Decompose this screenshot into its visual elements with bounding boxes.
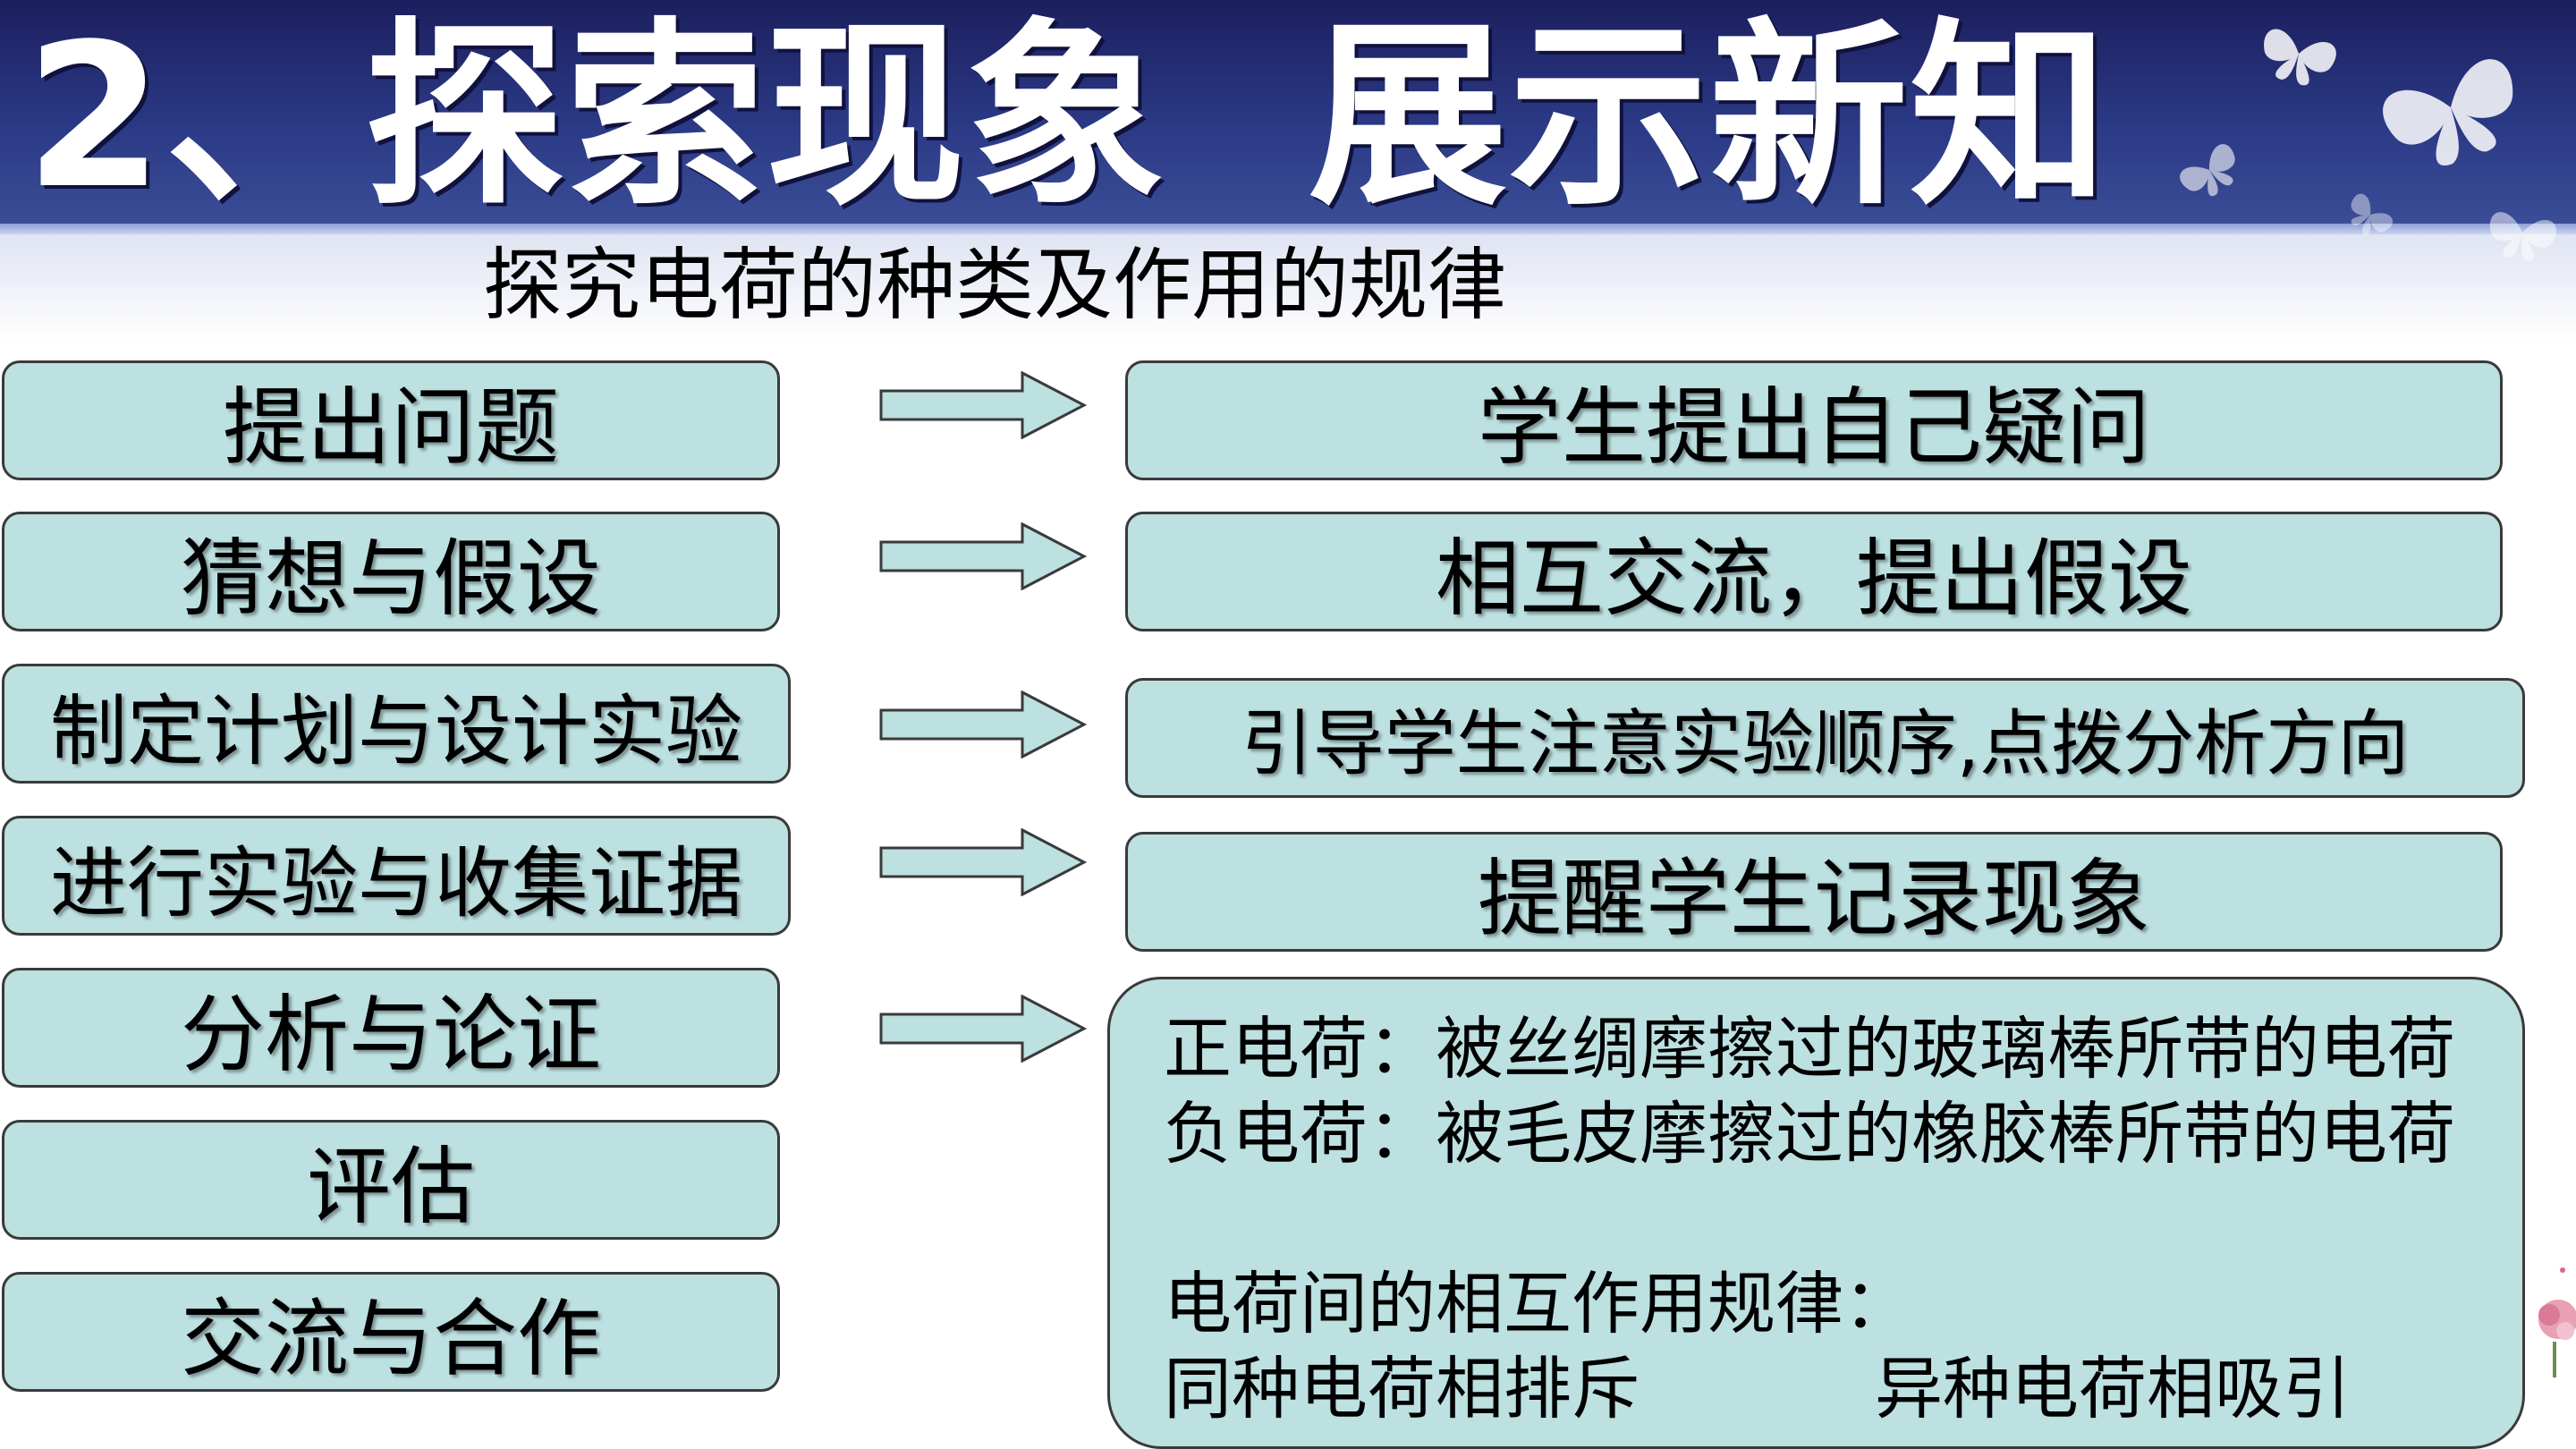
right-arrow-icon: [879, 691, 1087, 758]
step-box-1: 提出问题: [2, 360, 780, 480]
step-box-3: 制定计划与设计实验: [2, 664, 791, 784]
page-subtitle: 探究电荷的种类及作用的规律: [483, 239, 1507, 331]
positive-charge-definition: 正电荷：被丝绸摩擦过的玻璃棒所带的电荷: [1164, 1009, 2455, 1089]
right-arrow-icon: [879, 522, 1087, 590]
step-box-4: 进行实验与收集证据: [2, 816, 791, 936]
step-box-2: 猜想与假设: [2, 512, 780, 631]
header-banner: [0, 0, 2576, 234]
response-box-3: 引导学生注意实验顺序,点拨分析方向: [1125, 678, 2525, 798]
flower-icon: [2538, 1267, 2576, 1377]
page-title: 2、探索现象 展示新知: [25, 2, 2111, 233]
response-box-4: 提醒学生记录现象: [1125, 832, 2503, 952]
conclusion-box: 正电荷：被丝绸摩擦过的玻璃棒所带的电荷 负电荷：被毛皮摩擦过的橡胶棒所带的电荷 …: [1107, 977, 2525, 1449]
opposite-charges-rule: 异种电荷相吸引: [1875, 1349, 2351, 1428]
header-fade: [0, 234, 2576, 342]
step-box-7: 交流与合作: [2, 1272, 780, 1392]
step-box-6: 评估: [2, 1120, 780, 1240]
response-box-1: 学生提出自己疑问: [1125, 360, 2503, 480]
right-arrow-icon: [879, 828, 1087, 896]
same-charges-rule: 同种电荷相排斥: [1164, 1349, 1640, 1428]
response-box-2: 相互交流，提出假设: [1125, 512, 2503, 631]
right-arrow-icon: [879, 371, 1087, 439]
right-arrow-icon: [879, 995, 1087, 1063]
negative-charge-definition: 负电荷：被毛皮摩擦过的橡胶棒所带的电荷: [1164, 1094, 2455, 1174]
step-box-5: 分析与论证: [2, 968, 780, 1088]
interaction-rule-heading: 电荷间的相互作用规律：: [1164, 1264, 1911, 1343]
